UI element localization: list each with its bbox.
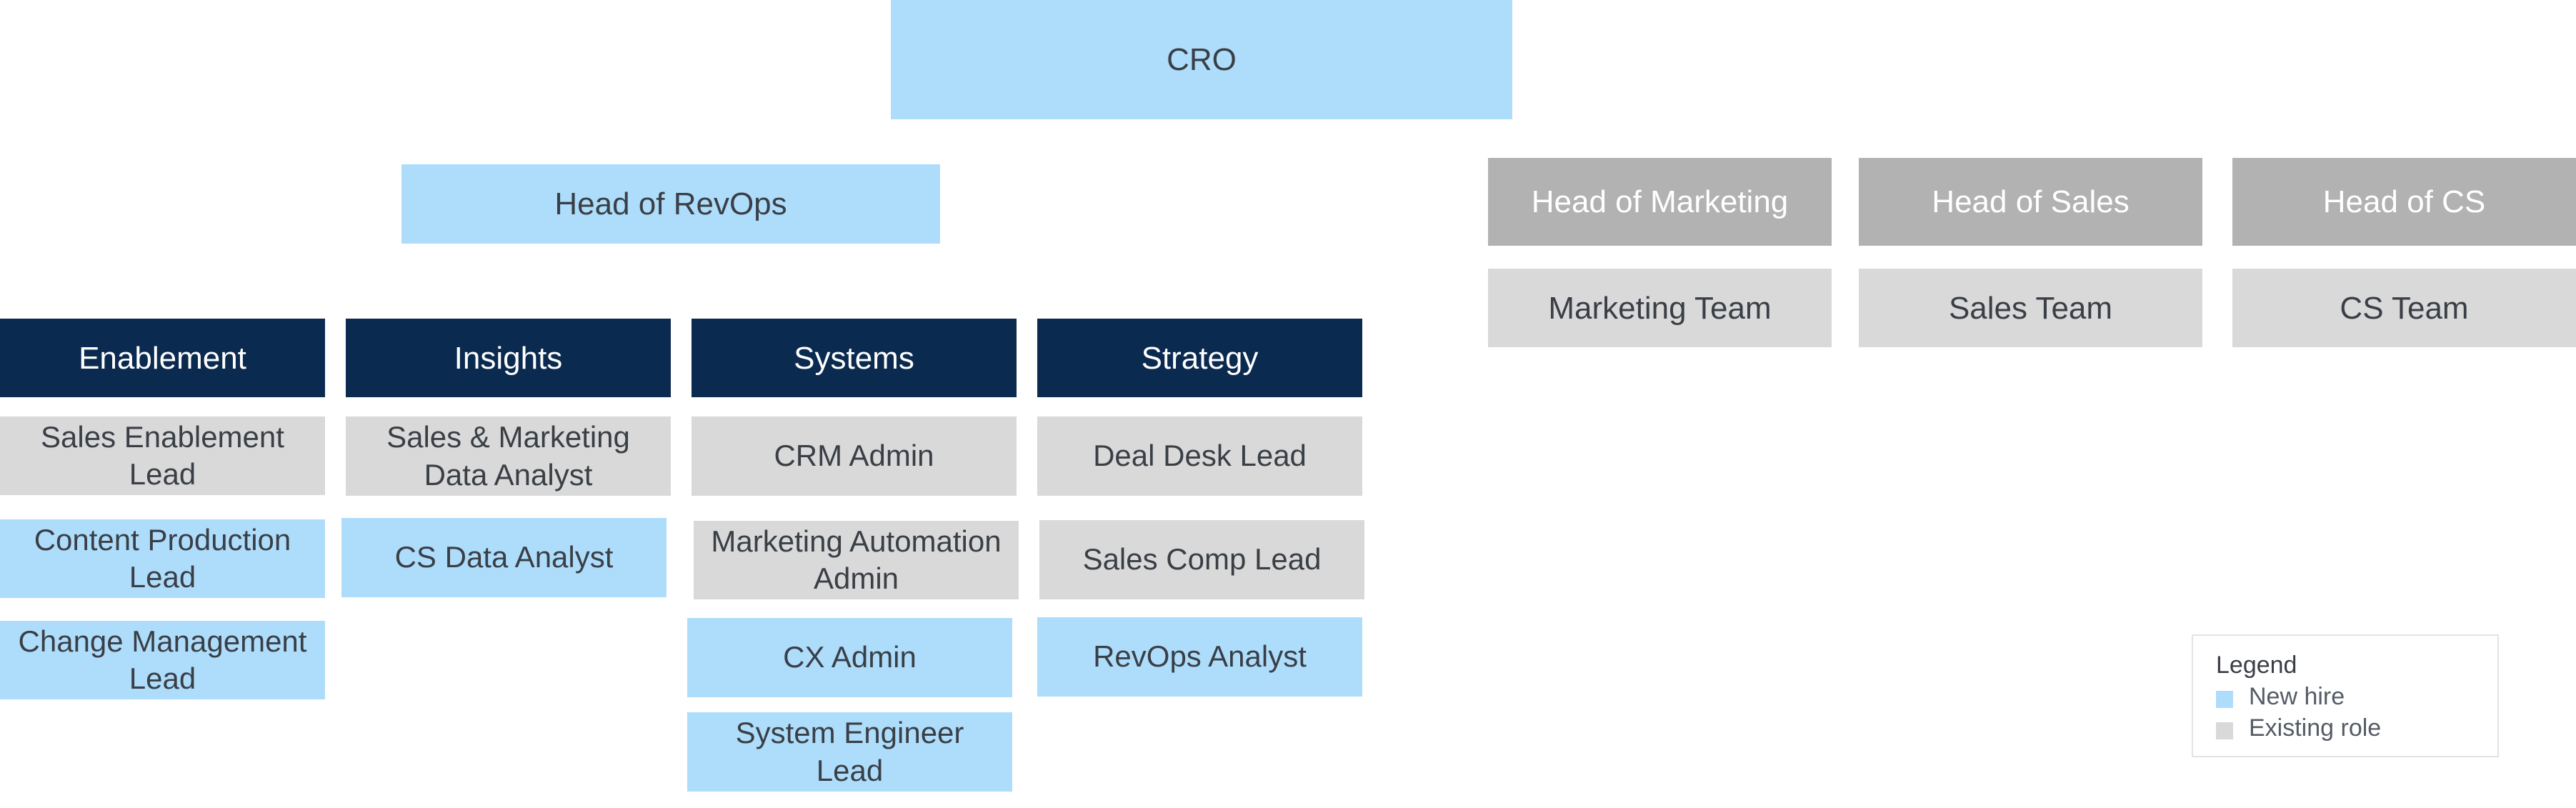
role-label: System Engineer Lead xyxy=(735,716,964,787)
head-cs-label: Head of CS xyxy=(2322,184,2486,219)
team-header-insights: Insights xyxy=(346,319,671,397)
role-deal-desk-lead: Deal Desk Lead xyxy=(1037,417,1362,496)
sales-team-box: Sales Team xyxy=(1859,269,2202,347)
role-marketing-automation-admin: Marketing Automation Admin xyxy=(694,521,1019,599)
role-label: Sales Comp Lead xyxy=(1082,542,1322,577)
legend-item-existing-role: Existing role xyxy=(2216,714,2381,742)
role-cs-data-analyst: CS Data Analyst xyxy=(341,518,667,597)
role-label: Sales & Marketing Data Analyst xyxy=(386,420,630,492)
role-revops-analyst: RevOps Analyst xyxy=(1037,617,1362,697)
marketing-team-box: Marketing Team xyxy=(1488,269,1832,347)
role-label: Change Management Lead xyxy=(18,624,307,696)
role-label: CRM Admin xyxy=(774,439,934,473)
head-marketing-box: Head of Marketing xyxy=(1488,158,1832,246)
role-label: Deal Desk Lead xyxy=(1093,439,1307,473)
existing-role-swatch xyxy=(2216,722,2233,739)
team-header-label: Systems xyxy=(794,340,914,376)
role-label: Sales Enablement Lead xyxy=(41,419,284,492)
team-header-systems: Systems xyxy=(692,319,1017,397)
cs-team-label: CS Team xyxy=(2340,290,2469,326)
legend-item-label: Existing role xyxy=(2249,714,2382,742)
head-sales-box: Head of Sales xyxy=(1859,158,2202,246)
head-sales-label: Head of Sales xyxy=(1932,184,2130,219)
role-label: CS Data Analyst xyxy=(394,540,614,574)
role-label: Content Production Lead xyxy=(34,522,291,594)
team-header-enablement: Enablement xyxy=(0,319,325,397)
legend-item-label: New hire xyxy=(2249,683,2345,710)
team-header-label: Enablement xyxy=(79,340,246,376)
new-hire-swatch xyxy=(2216,690,2233,708)
cro-label: CRO xyxy=(1167,42,1237,77)
role-label: Marketing Automation Admin xyxy=(711,524,1002,596)
cs-team-box: CS Team xyxy=(2232,269,2576,347)
role-label: RevOps Analyst xyxy=(1093,639,1307,674)
cro-box: CRO xyxy=(891,0,1512,119)
role-cx-admin: CX Admin xyxy=(687,618,1012,697)
legend-item-new-hire: New hire xyxy=(2216,683,2345,711)
role-content-production-lead: Content Production Lead xyxy=(0,519,325,598)
head-revops-label: Head of RevOps xyxy=(554,186,787,221)
sales-team-label: Sales Team xyxy=(1948,290,2113,326)
legend: Legend New hire Existing role xyxy=(2192,634,2499,757)
head-marketing-label: Head of Marketing xyxy=(1531,184,1789,219)
role-sales-comp-lead: Sales Comp Lead xyxy=(1039,520,1364,599)
legend-title: Legend xyxy=(2216,652,2297,679)
team-header-label: Strategy xyxy=(1141,340,1259,376)
head-cs-box: Head of CS xyxy=(2232,158,2576,246)
head-revops-box: Head of RevOps xyxy=(401,164,940,244)
marketing-team-label: Marketing Team xyxy=(1548,290,1772,326)
role-change-management-lead: Change Management Lead xyxy=(0,621,325,699)
role-system-engineer-lead: System Engineer Lead xyxy=(687,712,1012,792)
team-header-strategy: Strategy xyxy=(1037,319,1362,397)
role-sales-marketing-data-analyst: Sales & Marketing Data Analyst xyxy=(346,417,671,496)
team-header-label: Insights xyxy=(454,340,563,376)
role-label: CX Admin xyxy=(783,640,917,674)
role-sales-enablement-lead: Sales Enablement Lead xyxy=(0,417,325,495)
role-crm-admin: CRM Admin xyxy=(692,417,1017,496)
